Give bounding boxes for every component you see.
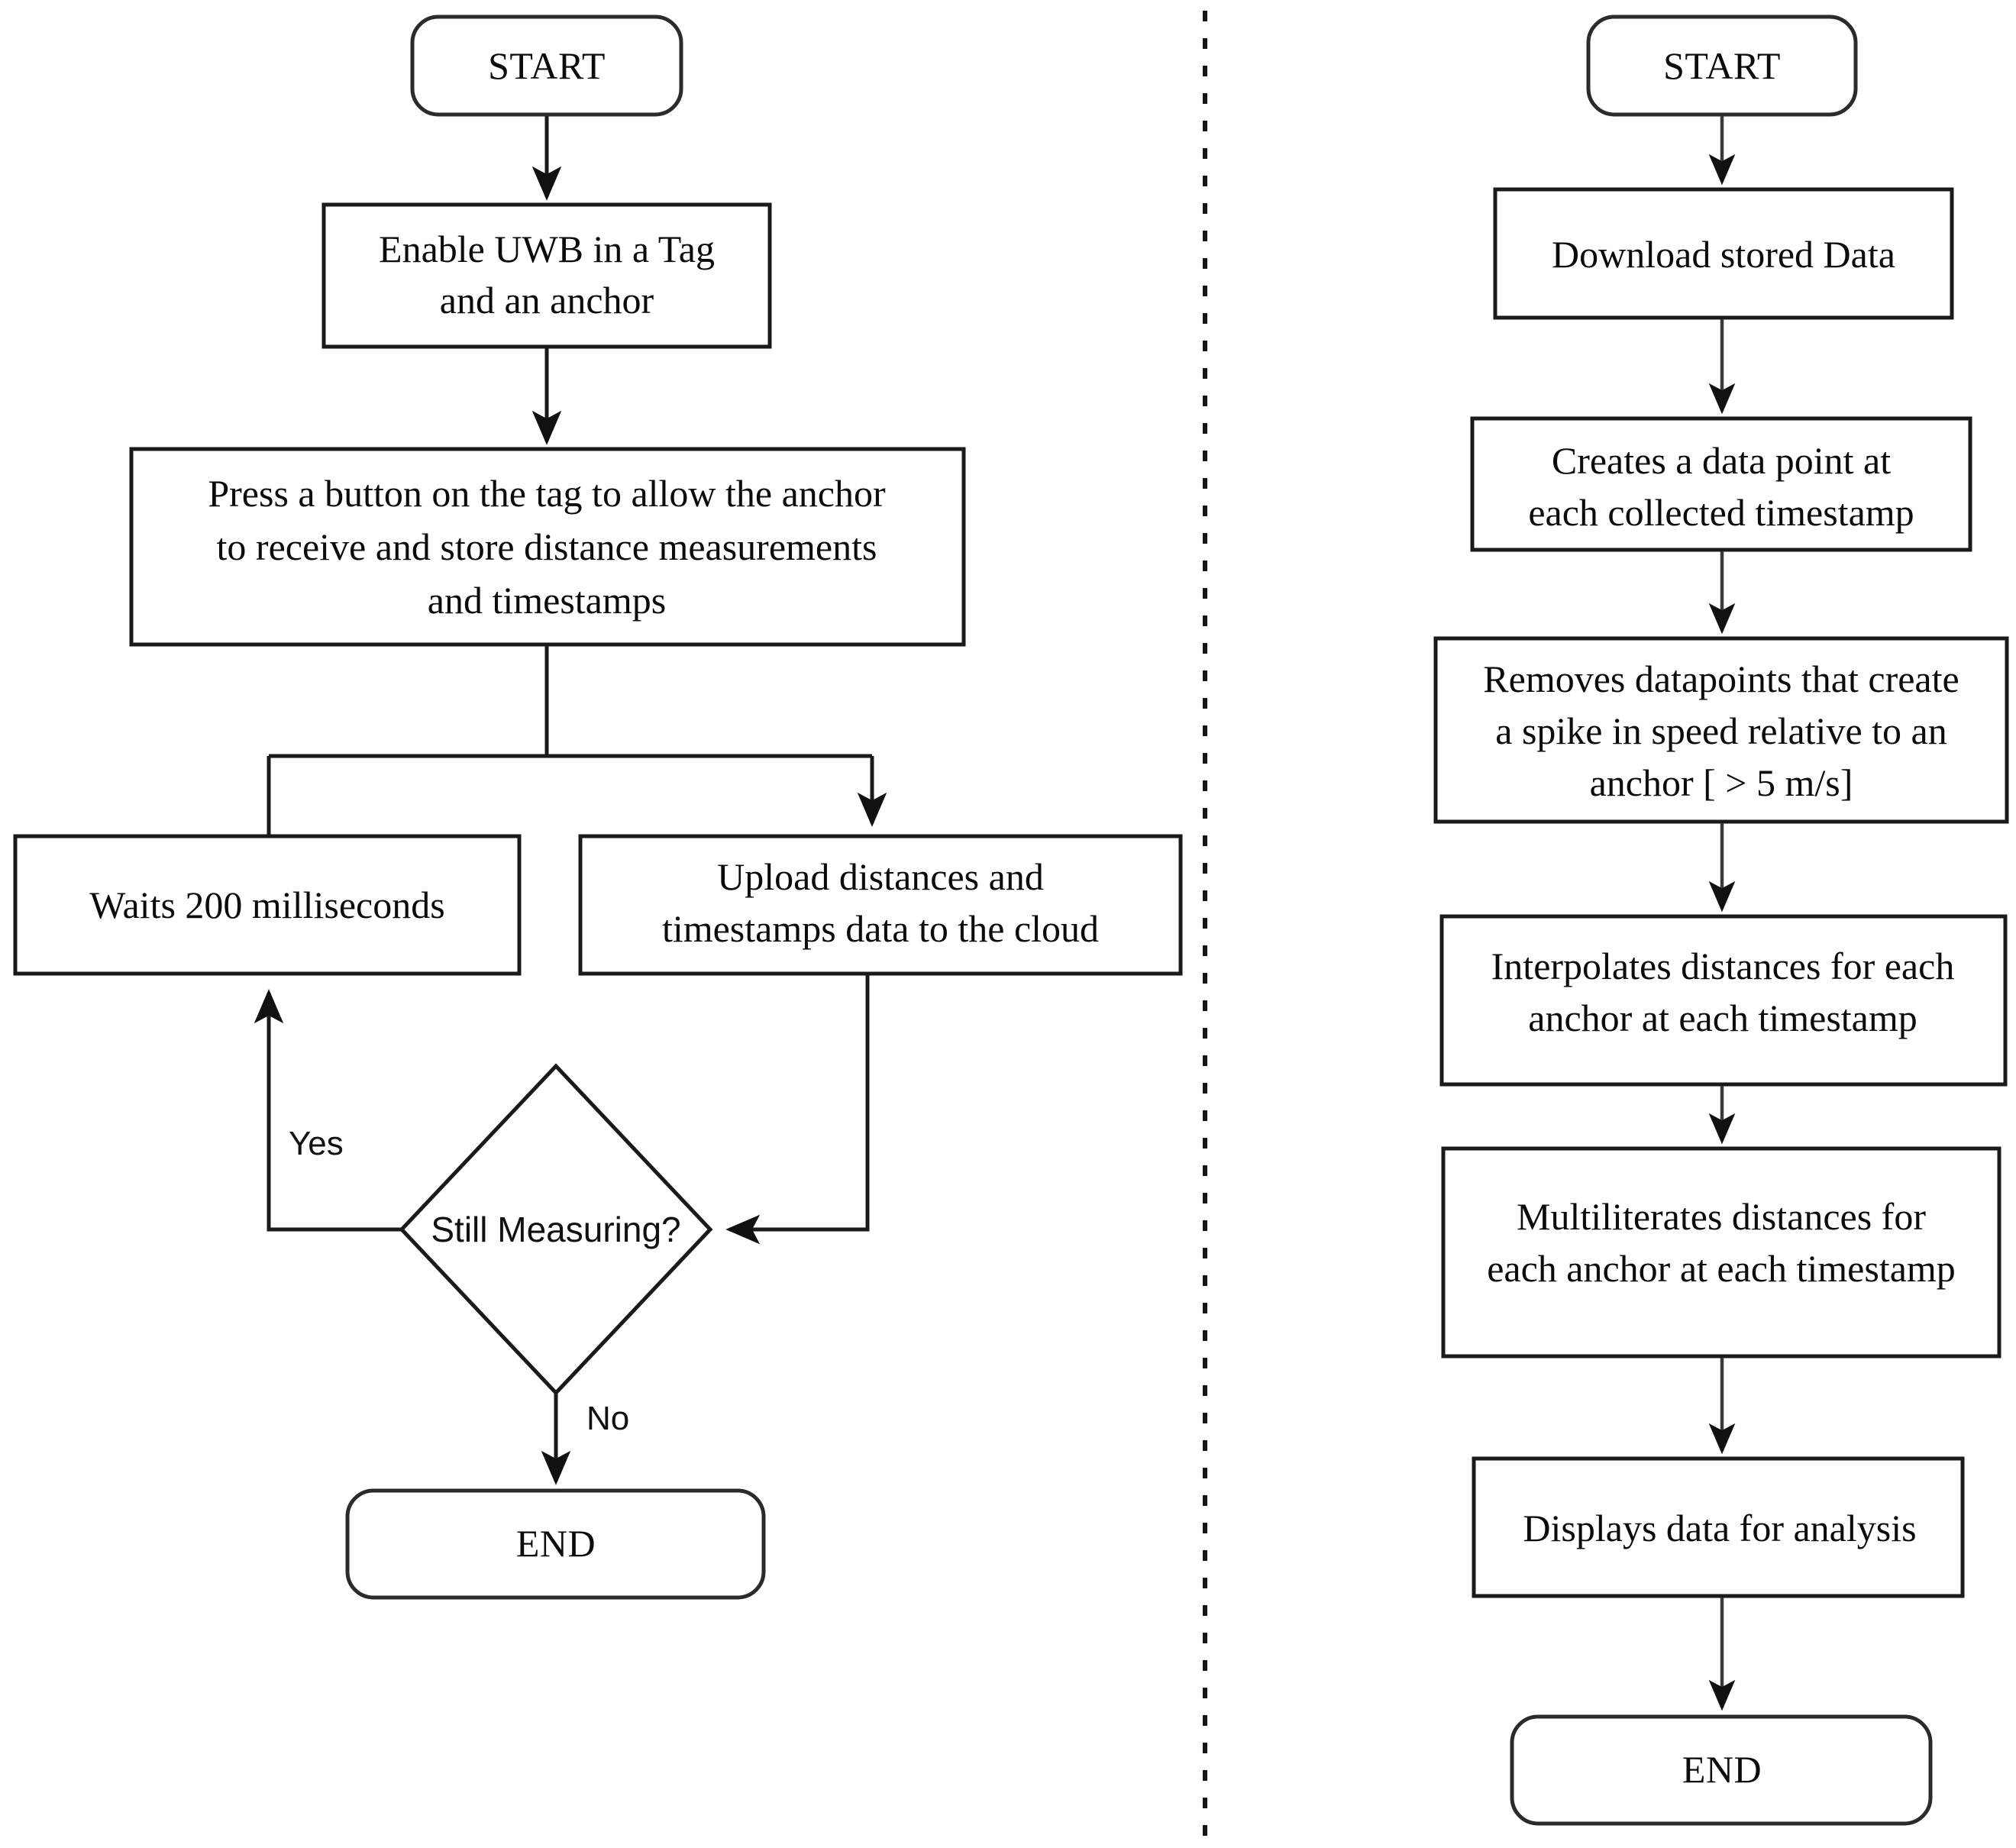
left-upload-line2: timestamps data to the cloud bbox=[662, 907, 1099, 950]
left-label-no: No bbox=[586, 1400, 629, 1437]
left-node-enable-uwb: Enable UWB in a Tag and an anchor bbox=[321, 202, 772, 349]
right-node-end: END bbox=[1510, 1714, 1933, 1826]
right-remove-line1: Removes datapoints that create bbox=[1483, 657, 1959, 700]
left-press-line2: to receive and store distance measuremen… bbox=[217, 525, 877, 568]
right-node-remove-spikes: Removes datapoints that create a spike i… bbox=[1433, 636, 2009, 824]
right-node-create-datapoint: Creates a data point at each collected t… bbox=[1470, 416, 1972, 552]
left-node-decision: Still Measuring? bbox=[399, 1063, 713, 1396]
left-decision-label: Still Measuring? bbox=[431, 1210, 680, 1249]
right-end-label: END bbox=[1682, 1748, 1762, 1791]
left-enable-line1: Enable UWB in a Tag bbox=[379, 228, 715, 270]
right-remove-line2: a spike in speed relative to an bbox=[1495, 709, 1947, 752]
right-node-interpolate: Interpolates distances for each anchor a… bbox=[1439, 914, 2008, 1087]
right-interp-line2: anchor at each timestamp bbox=[1528, 997, 1917, 1039]
left-press-line3: and timestamps bbox=[428, 579, 666, 622]
left-node-end: END bbox=[345, 1488, 766, 1600]
left-start-label: START bbox=[488, 44, 606, 87]
left-edge-yes-loop bbox=[254, 989, 402, 1232]
right-multi-line1: Multiliterates distances for bbox=[1517, 1195, 1926, 1238]
left-waits-label: Waits 200 milliseconds bbox=[89, 884, 444, 926]
right-create-line1: Creates a data point at bbox=[1552, 439, 1891, 482]
left-node-upload: Upload distances and timestamps data to … bbox=[578, 834, 1183, 976]
left-node-start: START bbox=[410, 15, 683, 117]
left-label-yes: Yes bbox=[289, 1125, 344, 1162]
right-interp-line1: Interpolates distances for each bbox=[1491, 945, 1955, 987]
left-end-label: END bbox=[516, 1522, 596, 1565]
right-node-download: Download stored Data bbox=[1493, 187, 1954, 320]
left-node-waits: Waits 200 milliseconds bbox=[13, 834, 522, 976]
left-node-press-button: Press a button on the tag to allow the a… bbox=[129, 447, 966, 647]
right-display-label: Displays data for analysis bbox=[1523, 1507, 1916, 1549]
left-press-line1: Press a button on the tag to allow the a… bbox=[208, 472, 886, 515]
right-remove-line3: anchor [ > 5 m/s] bbox=[1590, 761, 1853, 804]
right-download-label: Download stored Data bbox=[1552, 233, 1895, 276]
right-multi-line2: each anchor at each timestamp bbox=[1487, 1247, 1956, 1290]
right-node-display: Displays data for analysis bbox=[1472, 1456, 1965, 1598]
right-node-multilaterate: Multiliterates distances for each anchor… bbox=[1441, 1146, 2001, 1359]
left-enable-line2: and an anchor bbox=[440, 279, 654, 321]
right-create-line2: each collected timestamp bbox=[1528, 491, 1914, 534]
right-start-label: START bbox=[1663, 44, 1781, 87]
left-upload-line1: Upload distances and bbox=[717, 855, 1044, 898]
right-node-start: START bbox=[1586, 15, 1858, 117]
left-edge-upload-to-decision bbox=[725, 975, 870, 1245]
